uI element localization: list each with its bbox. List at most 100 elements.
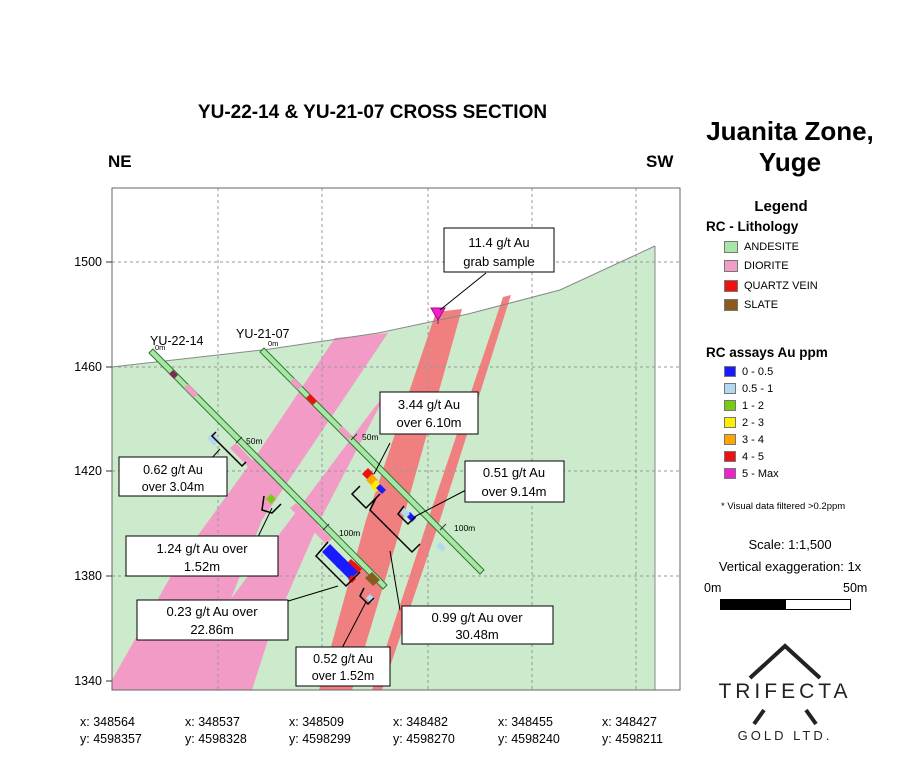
- hole-label-yu-22-14: YU-22-14: [150, 334, 204, 348]
- callout-099-line1: 0.99 g/t Au over: [431, 610, 523, 625]
- coordinate-1: x: 348564 y: 4598357: [80, 714, 142, 748]
- callout-124-line1: 1.24 g/t Au over: [156, 541, 248, 556]
- zone-title: Juanita Zone, Yuge: [680, 116, 900, 178]
- elevation-tick-1420: 1420: [74, 464, 102, 478]
- zone-title-line2: Yuge: [758, 147, 822, 177]
- assay-legend-item: 0.5 - 1: [706, 380, 896, 397]
- lithology-legend-item: QUARTZ VEIN: [706, 276, 896, 296]
- callout-051-line2: over 9.14m: [481, 484, 546, 499]
- lithology-legend-swatch: [724, 240, 738, 253]
- diorite-interval: [230, 443, 256, 469]
- callout-grab-line2: grab sample: [463, 254, 535, 269]
- topography-line: [111, 245, 656, 368]
- zone-title-line1: Juanita Zone,: [706, 116, 874, 146]
- lithology-legend-label: QUARTZ VEIN: [744, 279, 818, 292]
- coordinate-x: x: 348427: [602, 715, 657, 729]
- coordinate-x: x: 348537: [185, 715, 240, 729]
- assay-legend-label: 3 - 4: [742, 433, 765, 446]
- diorite-interval: [290, 503, 332, 544]
- vertical-exaggeration-text: Vertical exaggeration: 1x: [718, 559, 862, 574]
- assay-list: 0 - 0.5 0.5 - 1 1 - 2 2 - 3 3 - 4 4 - 5 5 - Ma…: [706, 363, 896, 482]
- callout-062-line2: over 3.04m: [142, 480, 205, 494]
- logo-subtitle: GOLD LTD.: [737, 728, 833, 743]
- assay-legend-label: 5 - Max: [742, 467, 779, 480]
- coordinate-6: x: 348427 y: 4598211: [602, 714, 663, 748]
- depth-label-50m: 50m: [362, 432, 379, 442]
- diorite-interval: [184, 384, 198, 398]
- horizontal-gridlines: [112, 261, 680, 577]
- coordinate-4: x: 348482 y: 4598270: [393, 714, 455, 748]
- quartz-vein-interval: [306, 394, 317, 405]
- coordinate-5: x: 348455 y: 4598240: [498, 714, 560, 748]
- interval-brackets: [210, 431, 421, 606]
- assay-legend-item: 4 - 5: [706, 448, 896, 465]
- lithology-legend-swatch: [724, 279, 738, 292]
- assay-legend-swatch: [724, 383, 736, 394]
- callout-124-line2: 1.52m: [184, 559, 220, 574]
- assay-legend-item: 5 - Max: [706, 465, 896, 482]
- assay-legend-label: 4 - 5: [742, 450, 765, 463]
- coordinate-y: y: 4598240: [498, 732, 560, 746]
- assay-legend-swatch: [724, 468, 736, 479]
- drillhole-yu-22-14: [148, 348, 388, 603]
- scale-text: Scale: 1:1,500: [748, 537, 832, 552]
- callout-051-line1: 0.51 g/t Au: [483, 465, 545, 480]
- elevation-tick-1500: 1500: [74, 255, 102, 269]
- plot-frame: [111, 187, 681, 691]
- assay-legend-item: 1 - 2: [706, 397, 896, 414]
- logo-triangle-icon: [748, 643, 822, 726]
- coordinate-x: x: 348564: [80, 715, 135, 729]
- lithology-legend-label: ANDESITE: [744, 240, 800, 253]
- slate-interval: [365, 572, 380, 586]
- elevation-tick-1460: 1460: [74, 360, 102, 374]
- coordinate-y: y: 4598299: [289, 732, 351, 746]
- assay-0.5-1: [436, 542, 446, 552]
- coordinate-3: x: 348509 y: 4598299: [289, 714, 351, 748]
- coordinate-y: y: 4598211: [602, 732, 663, 746]
- callout-052-line2: over 1.52m: [312, 669, 375, 683]
- depth-label-0m: 0m: [155, 343, 165, 352]
- diorite-interval: [290, 378, 302, 390]
- assay-legend-label: 0.5 - 1: [742, 382, 774, 395]
- hole-label-yu-21-07: YU-21-07: [236, 327, 290, 341]
- grab-sample-marker: [430, 307, 446, 321]
- callout-023-line1: 0.23 g/t Au over: [166, 604, 258, 619]
- assay-0.5-1: [400, 508, 410, 518]
- logo-name: TRIFECTA: [718, 680, 852, 703]
- assay-legend-swatch: [724, 451, 736, 462]
- assay-legend-swatch: [724, 417, 736, 428]
- callout-062-line1: 0.62 g/t Au: [143, 463, 203, 477]
- coordinate-x: x: 348509: [289, 715, 344, 729]
- callout-grab-line1: 11.4 g/t Au: [468, 235, 529, 250]
- callout-boxes: [118, 227, 565, 687]
- assay-legend-item: 0 - 0.5: [706, 363, 896, 380]
- coordinate-y: y: 4598270: [393, 732, 455, 746]
- assay-legend-item: 3 - 4: [706, 431, 896, 448]
- direction-sw-label: SW: [646, 152, 674, 171]
- lithology-legend-item: ANDESITE: [706, 237, 896, 257]
- assay-legend-item: 2 - 3: [706, 414, 896, 431]
- scale-bar-end-label: 50m: [843, 581, 868, 595]
- assay-legend-label: 1 - 2: [742, 399, 765, 412]
- drillhole-yu-21-07: [259, 347, 485, 575]
- diorite-interval: [338, 426, 352, 440]
- callout-344-line2: over 6.10m: [396, 415, 461, 430]
- lithology-legend-item: DIORITE: [706, 257, 896, 277]
- lithology-legend-label: DIORITE: [744, 260, 789, 273]
- assay-legend-label: 2 - 3: [742, 416, 765, 429]
- depth-label-50m: 50m: [246, 436, 263, 446]
- depth-label-100m: 100m: [454, 523, 475, 533]
- coordinate-2: x: 348537 y: 4598328: [185, 714, 247, 748]
- callout-344-line1: 3.44 g/t Au: [398, 397, 460, 412]
- coordinate-y: y: 4598328: [185, 732, 247, 746]
- trifecta-logo: TRIFECTA GOLD LTD.: [700, 640, 870, 750]
- elevation-tick-1340: 1340: [74, 674, 102, 688]
- elevation-tick-1380: 1380: [74, 569, 102, 583]
- direction-ne-label: NE: [108, 152, 132, 171]
- callout-052-line1: 0.52 g/t Au: [313, 652, 373, 666]
- depth-label-0m: 0m: [268, 339, 278, 348]
- assay-0.5-1: [207, 432, 220, 446]
- assay-1-2: [266, 494, 276, 504]
